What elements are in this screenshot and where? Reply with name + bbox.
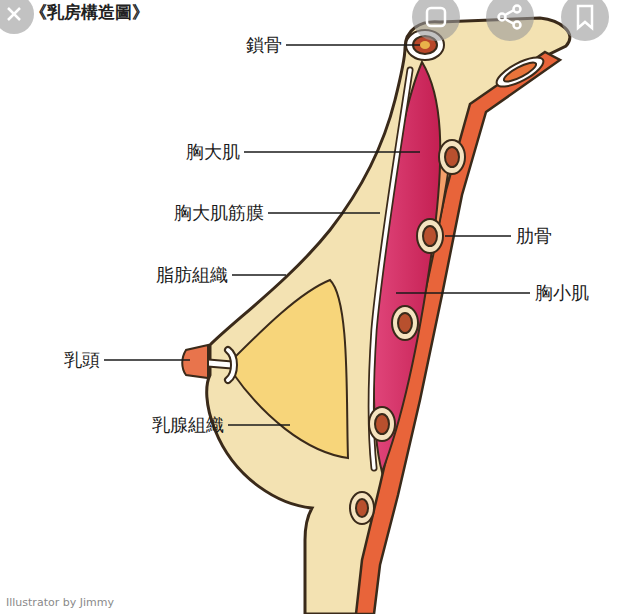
rib-band	[356, 52, 560, 614]
part-label: 肋骨	[516, 226, 552, 246]
diagram-title: 《乳房構造圖》	[30, 1, 149, 24]
leader-lines	[104, 45, 530, 425]
part-label: 鎖骨	[246, 35, 282, 55]
part-label: 胸小肌	[535, 283, 589, 303]
ui-buttons	[0, 0, 609, 41]
part-label: 胸大肌筋膜	[174, 203, 264, 223]
mammary-gland	[232, 280, 348, 458]
part-label: 脂肪組織	[156, 265, 228, 285]
watermark: Illustrator by Jimmy	[6, 596, 114, 609]
ribs	[350, 140, 465, 524]
part-label: 胸大肌	[186, 142, 240, 162]
nipple	[182, 345, 208, 378]
clavicle	[406, 30, 547, 92]
body-outline	[207, 18, 570, 614]
part-label: 乳頭	[64, 350, 100, 370]
part-label: 乳腺組織	[152, 415, 224, 435]
